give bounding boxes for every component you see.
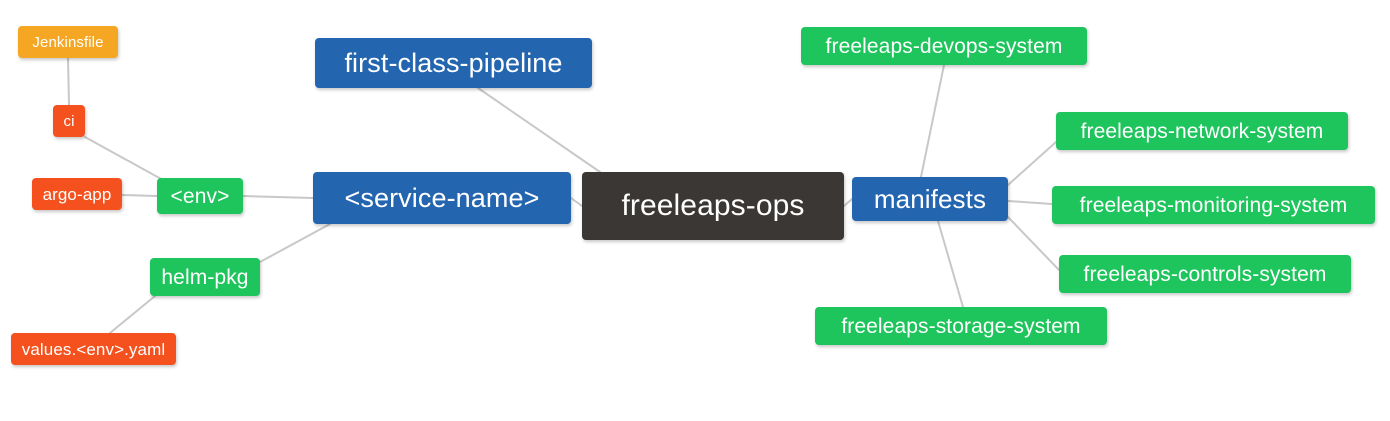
node-freeleaps-storage-system[interactable]: freeleaps-storage-system bbox=[815, 307, 1107, 345]
edge-manifests-to-freeleaps-monitoring-system bbox=[1007, 200, 1053, 205]
node-label-freeleaps-ops: freeleaps-ops bbox=[621, 189, 805, 222]
edge-ci-to-jenkinsfile bbox=[67, 57, 70, 106]
node-first-class-pipeline[interactable]: first-class-pipeline bbox=[315, 38, 592, 88]
node-label-freeleaps-storage-system: freeleaps-storage-system bbox=[841, 314, 1081, 338]
node-label-argo-app: argo-app bbox=[42, 184, 112, 204]
node-label-values-yaml: values.<env>.yaml bbox=[21, 339, 166, 359]
edge-manifests-to-freeleaps-controls-system bbox=[1007, 216, 1060, 271]
node-label-first-class-pipeline: first-class-pipeline bbox=[344, 47, 563, 78]
node-label-freeleaps-devops-system: freeleaps-devops-system bbox=[825, 34, 1063, 58]
edge-env-to-ci bbox=[84, 136, 164, 181]
node-label-helm-pkg: helm-pkg bbox=[161, 265, 249, 289]
edge-manifests-to-freeleaps-network-system bbox=[1007, 141, 1057, 186]
edge-freeleaps-ops-to-service-name bbox=[570, 197, 583, 207]
node-label-ci: ci bbox=[63, 112, 75, 130]
node-values-yaml[interactable]: values.<env>.yaml bbox=[11, 333, 176, 365]
node-label-freeleaps-network-system: freeleaps-network-system bbox=[1080, 119, 1324, 143]
node-freeleaps-network-system[interactable]: freeleaps-network-system bbox=[1056, 112, 1348, 150]
edge-env-to-argo-app bbox=[121, 194, 158, 197]
node-service-name[interactable]: <service-name> bbox=[313, 172, 571, 224]
edge-freeleaps-ops-to-first-class-pipeline bbox=[477, 87, 601, 173]
edge-manifests-to-freeleaps-storage-system bbox=[937, 220, 964, 308]
node-freeleaps-ops[interactable]: freeleaps-ops bbox=[582, 172, 844, 240]
node-label-freeleaps-controls-system: freeleaps-controls-system bbox=[1083, 262, 1327, 286]
node-label-manifests: manifests bbox=[873, 184, 987, 214]
edge-freeleaps-ops-to-manifests bbox=[843, 198, 853, 207]
node-ci[interactable]: ci bbox=[53, 105, 85, 137]
node-env[interactable]: <env> bbox=[157, 178, 243, 214]
node-label-jenkinsfile: Jenkinsfile bbox=[32, 33, 104, 51]
edge-service-name-to-helm-pkg bbox=[259, 223, 331, 263]
edge-manifests-to-freeleaps-devops-system bbox=[920, 64, 945, 178]
node-freeleaps-monitoring-system[interactable]: freeleaps-monitoring-system bbox=[1052, 186, 1375, 224]
node-label-env: <env> bbox=[170, 184, 230, 208]
edge-service-name-to-env bbox=[242, 195, 314, 199]
node-helm-pkg[interactable]: helm-pkg bbox=[150, 258, 260, 296]
node-label-service-name: <service-name> bbox=[344, 182, 540, 213]
node-argo-app[interactable]: argo-app bbox=[32, 178, 122, 210]
node-freeleaps-devops-system[interactable]: freeleaps-devops-system bbox=[801, 27, 1087, 65]
node-label-freeleaps-monitoring-system: freeleaps-monitoring-system bbox=[1079, 193, 1348, 217]
node-jenkinsfile[interactable]: Jenkinsfile bbox=[18, 26, 118, 58]
node-manifests[interactable]: manifests bbox=[852, 177, 1008, 221]
node-freeleaps-controls-system[interactable]: freeleaps-controls-system bbox=[1059, 255, 1351, 293]
edge-helm-pkg-to-values-yaml bbox=[109, 295, 156, 334]
